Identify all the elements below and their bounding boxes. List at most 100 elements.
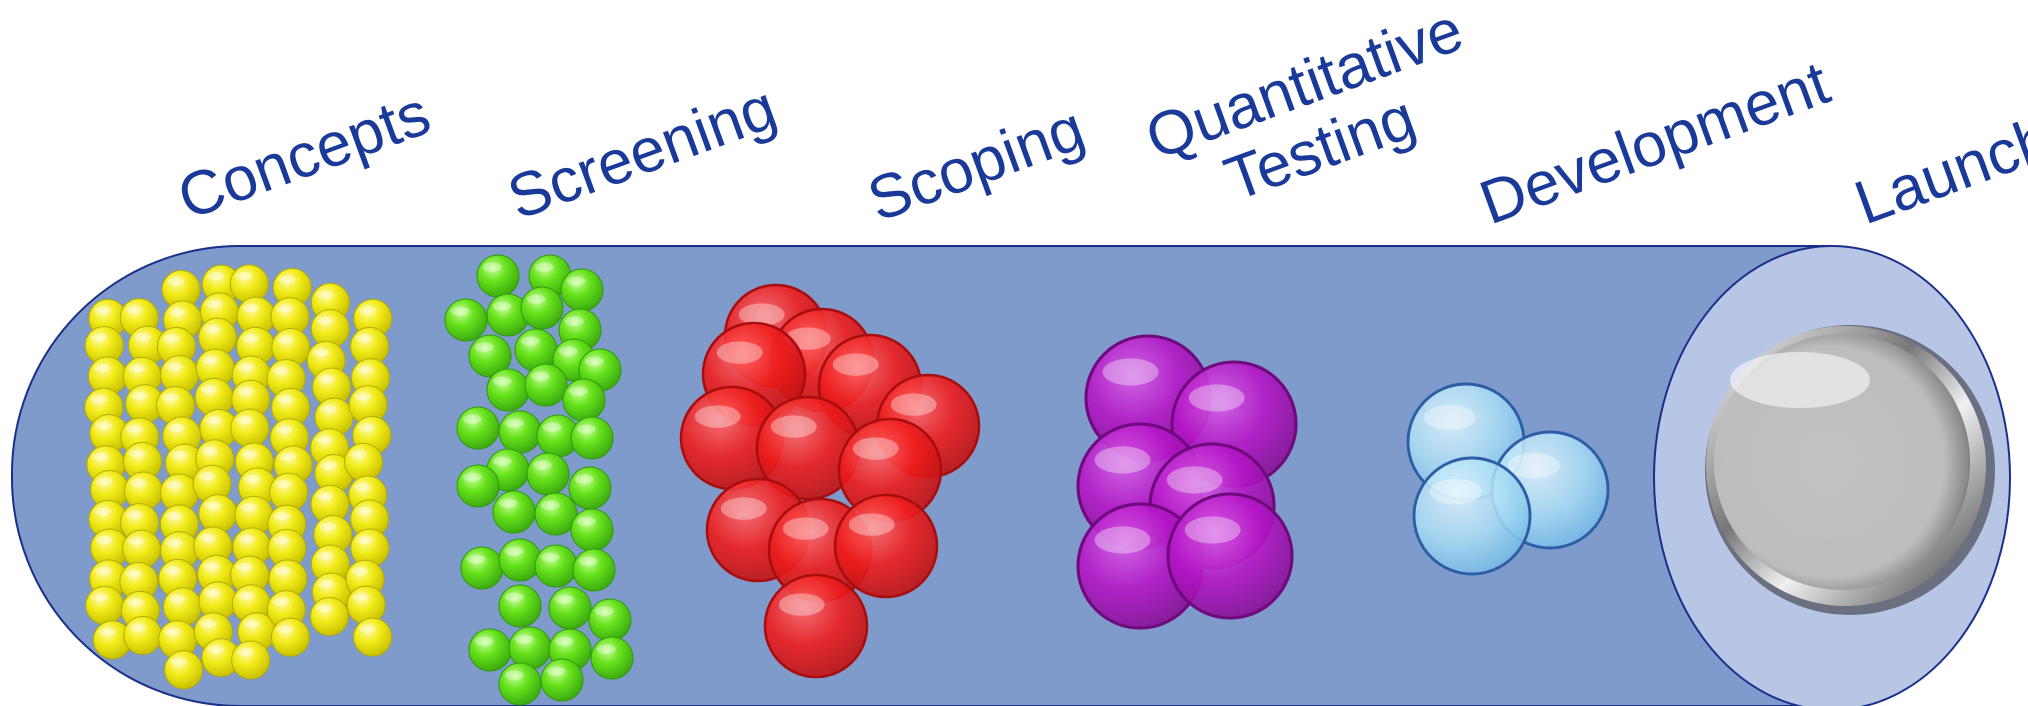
concept-bubble-highlight xyxy=(161,393,179,402)
screening-bubble-highlight xyxy=(568,386,588,396)
concept-bubble-highlight xyxy=(236,387,254,396)
screening-bubble xyxy=(526,452,570,496)
screening-bubble-highlight xyxy=(576,516,596,526)
screening-bubble-highlight xyxy=(540,552,560,562)
concept-bubble-highlight xyxy=(203,324,221,334)
screening-bubble-highlight xyxy=(558,346,578,356)
screening-bubble-highlight xyxy=(554,636,574,646)
screening-bubble-highlight xyxy=(546,666,566,676)
concept-bubble-highlight xyxy=(90,333,108,342)
concept-bubble-highlight xyxy=(312,348,330,357)
development-bubble xyxy=(1412,456,1532,576)
screening-bubble xyxy=(508,626,552,670)
screening-bubble xyxy=(498,662,542,706)
screening-bubble-highlight xyxy=(504,418,524,428)
concept-bubble-highlight xyxy=(90,593,108,602)
concept-bubble-highlight xyxy=(205,299,223,309)
concept-bubble-highlight xyxy=(319,461,338,470)
concept-bubble-highlight xyxy=(125,424,143,434)
screening-bubble-highlight xyxy=(514,634,534,644)
screening-bubble-highlight xyxy=(576,424,596,434)
concept-bubble-highlight xyxy=(316,492,334,501)
quantitative-testing-bubble xyxy=(1166,492,1294,620)
quantitative-testing-bubble-highlight xyxy=(1094,526,1151,554)
screening-bubble xyxy=(524,363,568,407)
concept-bubble-highlight xyxy=(165,511,183,521)
screening-bubble xyxy=(560,268,604,312)
concept-bubble-highlight xyxy=(272,536,291,545)
concept-bubble-highlight xyxy=(235,415,254,425)
screening-bubble-highlight xyxy=(530,371,550,381)
concept-bubble xyxy=(162,587,202,627)
stage-label-quantitative-testing: Quantitative Testing xyxy=(1137,0,1510,235)
concept-bubble-highlight xyxy=(353,482,371,492)
concept-bubble-highlight xyxy=(243,619,261,629)
concept-bubble-highlight xyxy=(275,425,293,434)
concept-bubble-highlight xyxy=(320,404,338,414)
screening-bubble xyxy=(534,492,578,536)
concept-bubble-highlight xyxy=(204,416,223,425)
concept-bubble-highlight xyxy=(204,588,222,598)
screening-bubble-highlight xyxy=(566,276,586,286)
concept-bubble-highlight xyxy=(207,272,225,281)
concept-bubble-highlight xyxy=(89,395,108,404)
screening-bubble xyxy=(570,416,614,460)
scoping-bubble-highlight xyxy=(770,415,817,438)
concept-bubble-highlight xyxy=(203,501,222,510)
concept-bubble-highlight xyxy=(237,534,256,544)
screening-bubble-highlight xyxy=(534,262,554,272)
concept-bubble-highlight xyxy=(200,385,218,394)
concepts-bubbles xyxy=(84,264,393,690)
concept-bubble-highlight xyxy=(278,275,296,284)
screening-bubble-highlight xyxy=(594,606,614,616)
concept-bubble-highlight xyxy=(128,449,146,458)
development-bubble-highlight xyxy=(1429,478,1482,505)
concept-bubble-highlight xyxy=(95,477,113,486)
concept-bubble-highlight xyxy=(240,449,258,459)
concept-bubble-highlight xyxy=(162,334,180,343)
concept-bubble-highlight xyxy=(93,363,111,373)
concept-bubble-highlight xyxy=(202,562,220,571)
screening-bubble xyxy=(590,636,634,680)
scoping-bubble xyxy=(763,573,869,679)
concept-bubble-highlight xyxy=(319,522,337,531)
screening-bubble-highlight xyxy=(554,594,574,604)
screening-bubble-highlight xyxy=(492,456,512,466)
screening-bubble xyxy=(548,586,592,630)
concept-bubble-highlight xyxy=(357,423,376,432)
quantitative-testing-bubble-highlight xyxy=(1094,446,1151,474)
concept-bubble-highlight xyxy=(273,566,292,576)
screening-bubble xyxy=(570,508,614,552)
concept-bubble-highlight xyxy=(276,625,294,634)
concept-bubble-highlight xyxy=(241,334,259,343)
concept-bubble-highlight xyxy=(95,535,113,545)
concept-bubble-highlight xyxy=(169,657,187,667)
screening-bubble-highlight xyxy=(504,670,524,680)
concept-bubble-highlight xyxy=(168,307,186,317)
screening-bubble xyxy=(568,466,612,510)
screening-bubble-highlight xyxy=(482,262,502,272)
scoping-bubble-highlight xyxy=(890,393,937,416)
concept-bubble-highlight xyxy=(125,305,143,314)
concept-bubble-highlight xyxy=(170,450,188,460)
concept-bubble-highlight xyxy=(199,619,217,628)
concept-bubble-highlight xyxy=(126,598,144,607)
screening-bubble-highlight xyxy=(474,342,494,352)
concept-bubble-highlight xyxy=(354,392,372,401)
concept-bubble xyxy=(346,585,386,625)
screening-bubble xyxy=(456,464,500,508)
concept-bubble xyxy=(231,640,271,680)
concept-bubble-highlight xyxy=(317,579,335,589)
concept-bubble-highlight xyxy=(355,535,373,545)
concept-bubble-highlight xyxy=(316,551,334,561)
screening-bubble-highlight xyxy=(542,422,562,432)
screening-bubble xyxy=(460,546,504,590)
screening-bubble xyxy=(572,548,616,592)
concept-bubble-highlight xyxy=(133,332,151,342)
concept-bubble-highlight xyxy=(130,391,148,400)
concept-bubble xyxy=(309,596,349,636)
concept-bubble-highlight xyxy=(165,480,183,490)
concept-bubble-highlight xyxy=(235,562,253,572)
quantitative-testing-bubble-highlight xyxy=(1184,516,1241,544)
screening-bubble xyxy=(562,378,606,422)
